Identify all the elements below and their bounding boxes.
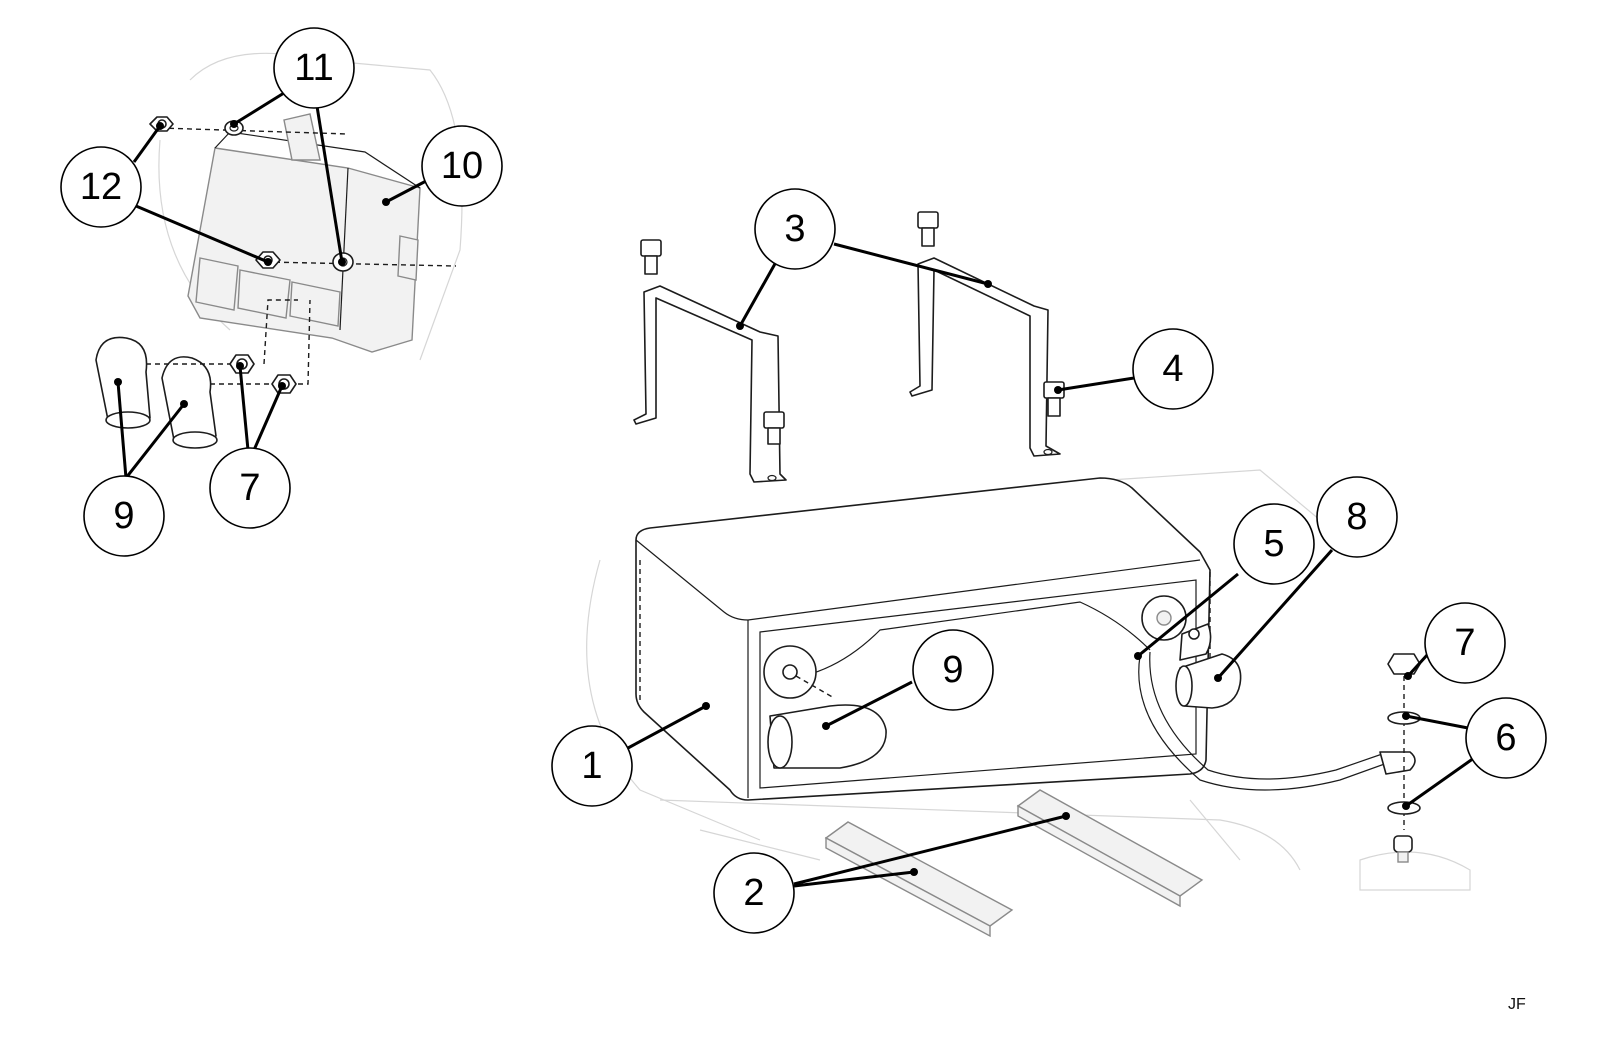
callout-label-9-right: 9 [942,649,963,691]
callout-1: 1 [551,725,633,807]
callout-label-4: 4 [1162,348,1183,390]
callout-5: 5 [1233,503,1315,585]
callout-8: 8 [1316,476,1398,558]
callout-label-12: 12 [80,166,122,208]
callout-label-6: 6 [1495,717,1516,759]
callout-3: 3 [754,188,836,270]
callout-label-9-left: 9 [113,495,134,537]
callout-label-10: 10 [441,145,483,187]
callout-2: 2 [713,852,795,934]
callout-9-left: 9 [83,475,165,557]
callout-12: 12 [60,146,142,228]
callout-7-right: 7 [1424,602,1506,684]
ground-fastener-stack [1387,653,1421,863]
bracket-screws [640,211,1065,445]
callout-label-7-left: 7 [239,467,260,509]
callout-label-11: 11 [294,47,333,89]
callout-label-7-right: 7 [1454,622,1475,664]
callout-label-1: 1 [581,745,602,787]
callout-label-3: 3 [784,208,805,250]
hold-down-brackets [633,257,1061,483]
callout-leaders [114,86,1475,888]
callout-11: 11 [273,27,355,109]
callout-10: 10 [421,125,503,207]
callout-9-right: 9 [912,629,994,711]
control-module [187,113,421,353]
callout-label-8: 8 [1346,496,1367,538]
callout-label-5: 5 [1263,523,1284,565]
terminal-boots-left [95,336,280,449]
callout-7-left: 7 [209,447,291,529]
callout-label-2: 2 [743,872,764,914]
callout-6: 6 [1465,697,1547,779]
artist-initials: JF [1508,996,1526,1013]
callout-4: 4 [1132,328,1214,410]
battery-case [635,477,1211,801]
